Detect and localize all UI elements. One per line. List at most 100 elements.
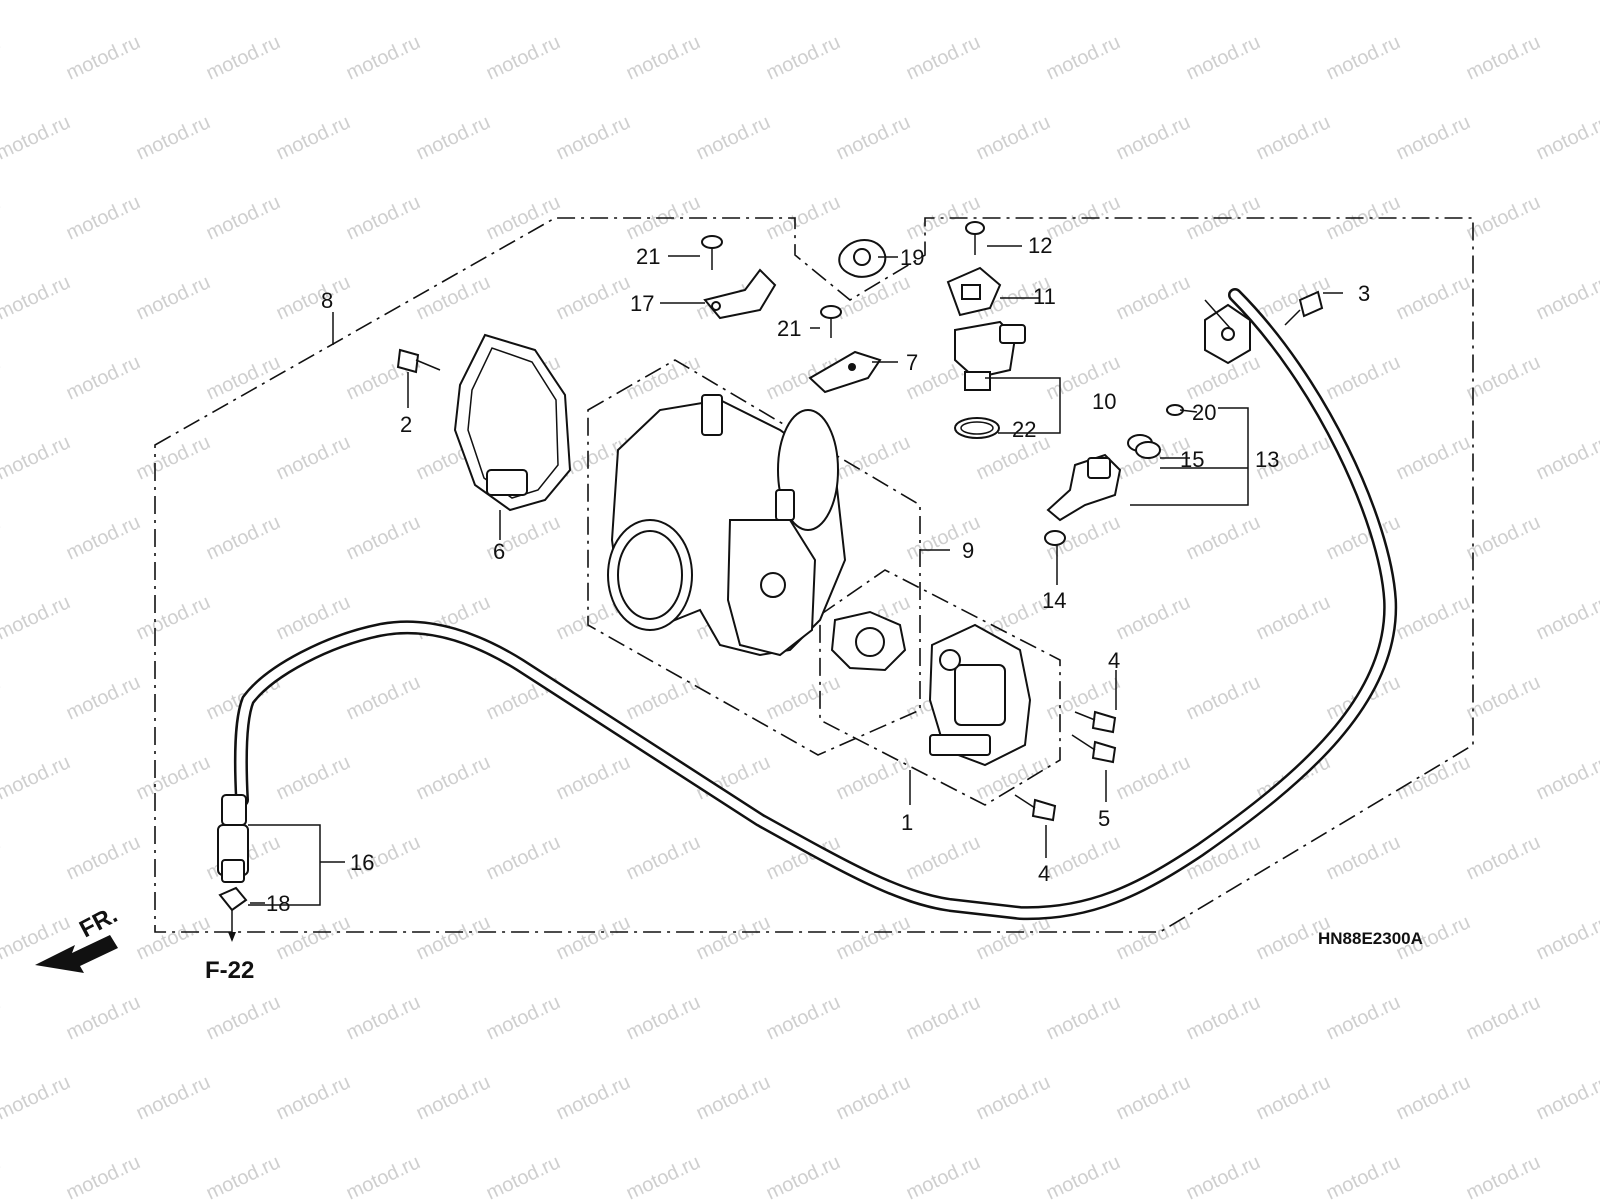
cross-reference-link[interactable]: F-22 (205, 957, 254, 984)
callout-18: 18 (266, 891, 290, 916)
watermark-text: motod.ru (763, 1151, 844, 1200)
watermark-text: motod.ru (63, 351, 144, 404)
watermark-text: motod.ru (1253, 591, 1334, 644)
watermark-text: motod.ru (1323, 31, 1404, 84)
watermark-text: motod.ru (413, 111, 494, 164)
watermark-text: motod.ru (273, 1071, 354, 1124)
callout-9: 9 (962, 538, 974, 563)
callout-4-lower: 4 (1038, 861, 1050, 886)
watermark-text: motod.ru (203, 31, 284, 84)
watermark-text: motod.ru (973, 0, 1054, 5)
watermark-text: motod.ru (413, 751, 494, 804)
callout-5: 5 (1098, 806, 1110, 831)
watermark-text: motod.ru (693, 0, 774, 5)
watermark-text: motod.ru (1393, 751, 1474, 804)
watermark-text: motod.ru (1533, 591, 1600, 644)
hose-end-fitting (1204, 303, 1251, 365)
callout-4-upper: 4 (1108, 648, 1120, 673)
bolt-2 (396, 348, 441, 374)
watermark-text: motod.ru (133, 1071, 214, 1124)
watermark-text: motod.ru (553, 0, 634, 5)
watermark-text: motod.ru (133, 111, 214, 164)
watermark-text: motod.ru (273, 111, 354, 164)
callout-13: 13 (1255, 447, 1279, 472)
watermark-text: motod.ru (623, 671, 704, 724)
watermark-text: motod.ru (0, 191, 4, 244)
callout-21-upper: 21 (636, 244, 660, 269)
watermark-text: motod.ru (483, 831, 564, 884)
watermark-text: motod.ru (203, 351, 284, 404)
watermark-text: motod.ru (1393, 111, 1474, 164)
watermark-text: motod.ru (63, 31, 144, 84)
watermark-text: motod.ru (343, 671, 424, 724)
watermark-text: motod.ru (1533, 271, 1600, 324)
watermark-text: motod.ru (63, 191, 144, 244)
intake-cover-6 (453, 333, 572, 512)
watermark-text: motod.ru (1113, 591, 1194, 644)
watermark-text: motod.ru (483, 191, 564, 244)
watermark-text: motod.ru (0, 431, 74, 484)
watermark-text: motod.ru (833, 1071, 914, 1124)
callout-10: 10 (1092, 389, 1116, 414)
watermark-text: motod.ru (1463, 351, 1544, 404)
watermark-text: motod.ru (1533, 911, 1600, 964)
callout-7: 7 (906, 350, 918, 375)
watermark-text: motod.ru (903, 1151, 984, 1200)
watermark-text: motod.ru (553, 111, 634, 164)
watermark-text: motod.ru (1463, 1151, 1544, 1200)
watermark-text: motod.ru (623, 831, 704, 884)
injector-13 (1046, 453, 1122, 522)
watermark-text: motod.ru (763, 991, 844, 1044)
callout-1: 1 (901, 810, 913, 835)
watermark-text: motod.ru (833, 271, 914, 324)
watermark-text: motod.ru (1113, 1071, 1194, 1124)
screw-21-lower (820, 305, 842, 338)
watermark-text: motod.ru (133, 431, 214, 484)
screw-4-lower (1014, 794, 1057, 822)
sensor-boundary (819, 569, 1061, 806)
watermark-text: motod.ru (553, 1071, 634, 1124)
callout-6: 6 (493, 539, 505, 564)
watermark-text: motod.ru (0, 831, 4, 884)
callout-8: 8 (321, 288, 333, 313)
watermark-text: motod.ru (1533, 111, 1600, 164)
callout-11: 11 (1033, 284, 1056, 309)
watermark-text: motod.ru (203, 991, 284, 1044)
callout-19: 19 (900, 245, 924, 270)
watermark-text: motod.ru (483, 31, 564, 84)
watermark-text: motod.ru (1463, 511, 1544, 564)
watermark-text: motod.ru (833, 751, 914, 804)
clip-18 (218, 886, 248, 912)
watermark-text: motod.ru (623, 31, 704, 84)
watermark-text: motod.ru (693, 1071, 774, 1124)
watermark-text: motod.ru (133, 751, 214, 804)
watermark-text: motod.ru (133, 271, 214, 324)
watermark-text: motod.ru (0, 0, 74, 5)
watermark-text: motod.ru (1533, 0, 1600, 5)
watermark-text: motod.ru (763, 671, 844, 724)
watermark-text: motod.ru (1183, 1151, 1264, 1200)
callout-2: 2 (400, 412, 412, 437)
watermark-text: motod.ru (1323, 1151, 1404, 1200)
throttle-body-boundary (587, 359, 921, 756)
plate-7 (808, 350, 882, 394)
watermark-text: motod.ru (763, 31, 844, 84)
watermark-text: motod.ru (623, 991, 704, 1044)
watermark-text: motod.ru (1043, 1151, 1124, 1200)
watermark-text: motod.ru (623, 1151, 704, 1200)
watermark-text: motod.ru (1393, 1071, 1474, 1124)
diagram-code: HN88E2300A (1318, 929, 1423, 948)
watermark-text: motod.ru (1253, 111, 1334, 164)
callout-14: 14 (1042, 588, 1066, 613)
watermark-text: motod.ru (1463, 191, 1544, 244)
watermark-text: motod.ru (63, 991, 144, 1044)
watermark-text: motod.ru (1183, 991, 1264, 1044)
watermark-text: motod.ru (1533, 751, 1600, 804)
watermark-text: motod.ru (903, 991, 984, 1044)
watermark-text: motod.ru (1113, 271, 1194, 324)
gasket (830, 610, 907, 672)
watermark-text: motod.ru (1113, 111, 1194, 164)
watermark-text: motod.ru (1253, 0, 1334, 5)
watermark-text: motod.ru (1323, 511, 1404, 564)
